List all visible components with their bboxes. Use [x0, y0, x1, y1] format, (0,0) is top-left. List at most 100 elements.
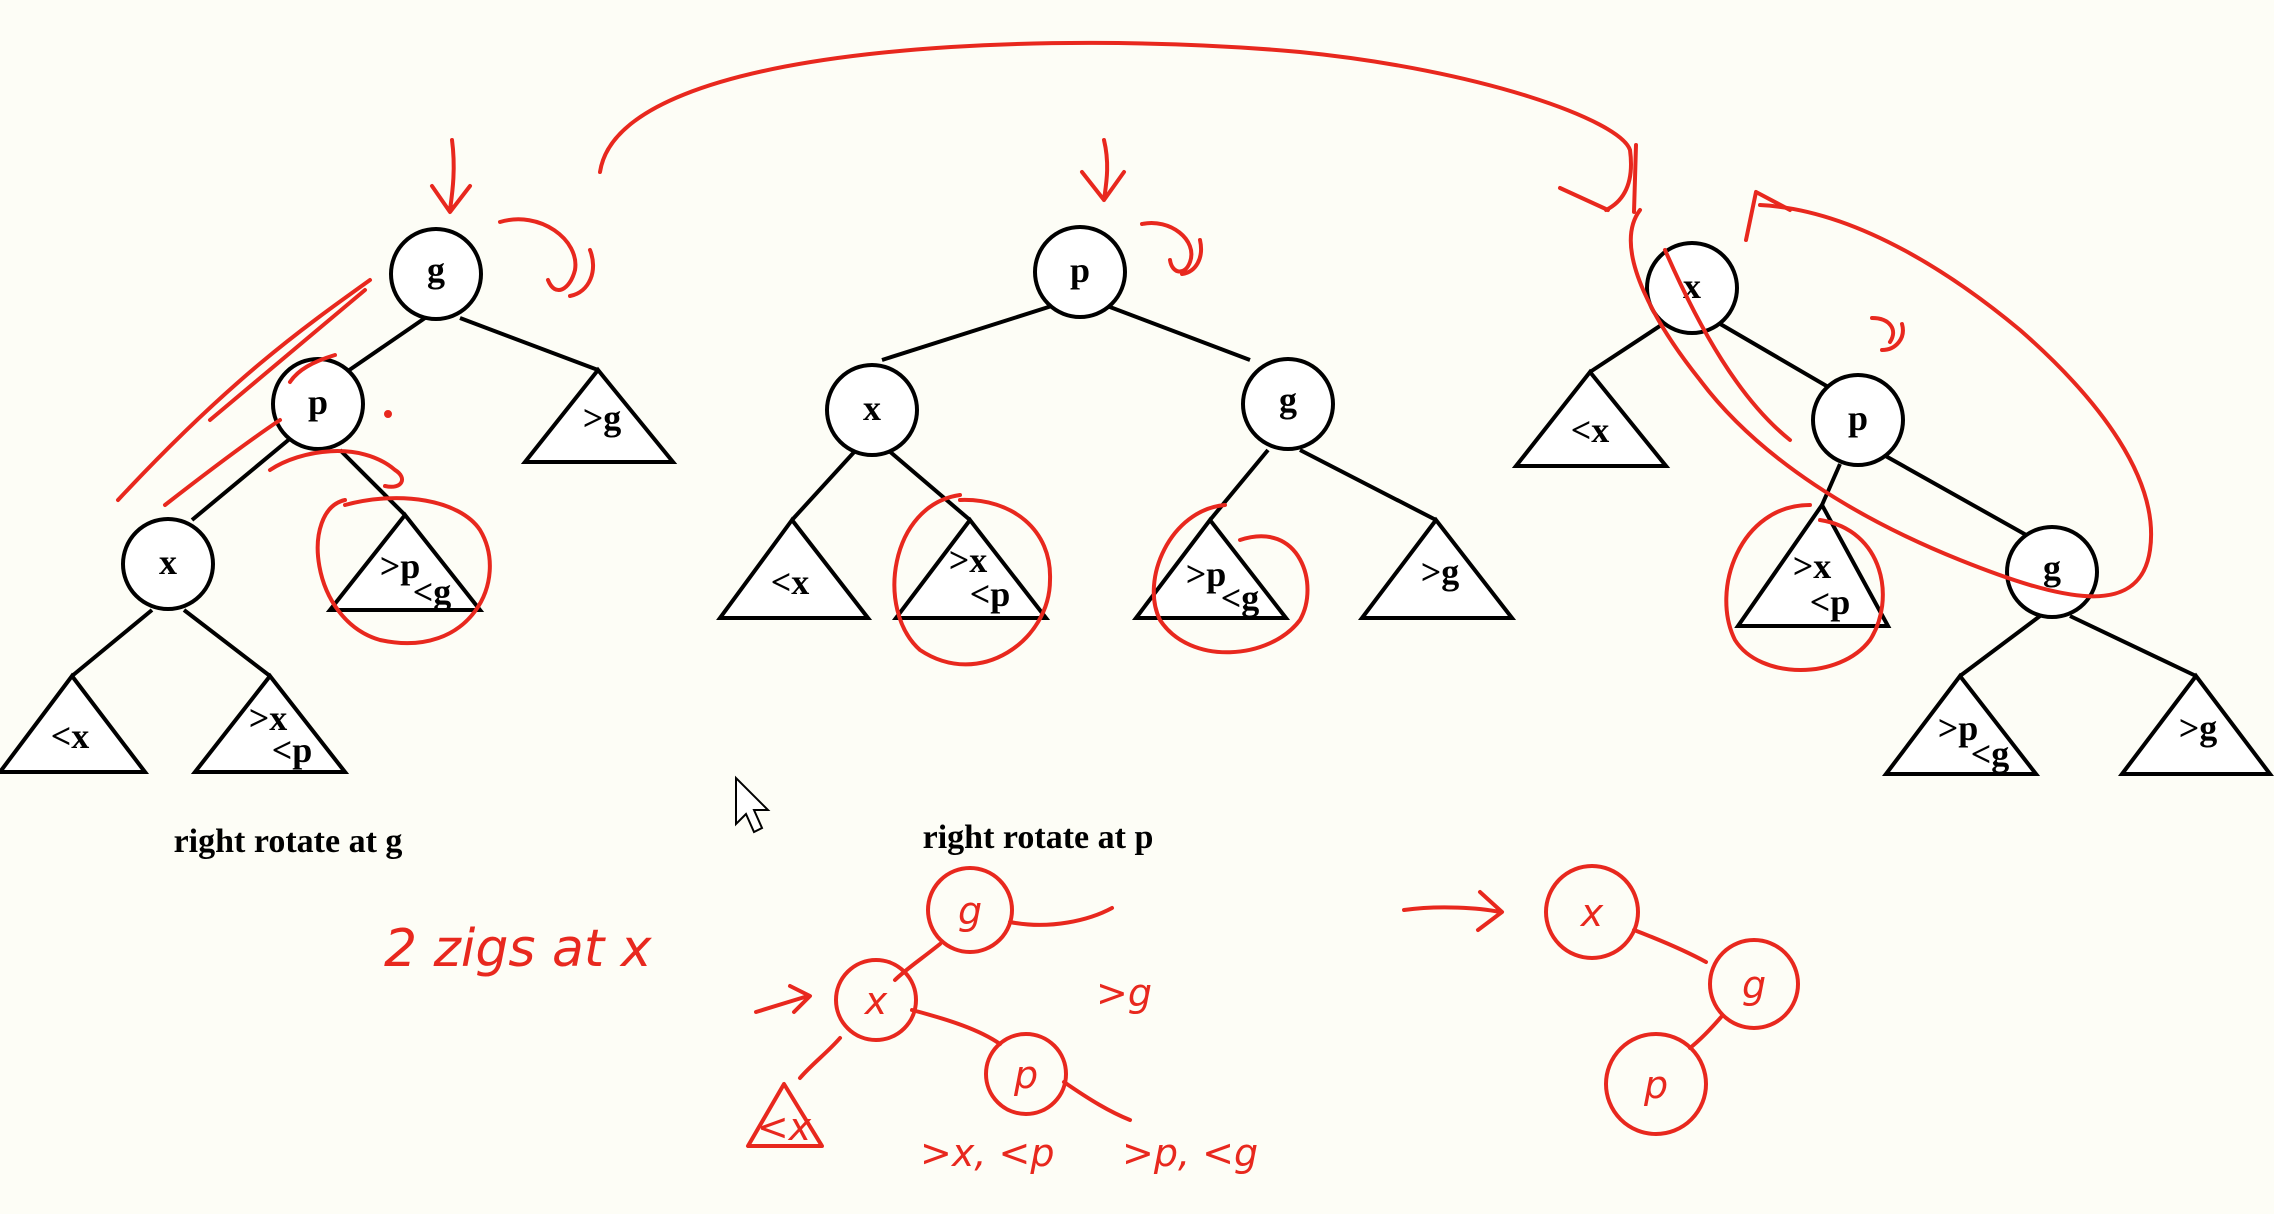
edge-x-lt-x: [70, 608, 154, 678]
sketch-edge: [893, 942, 942, 982]
rotate-hint-icon: [1870, 316, 1905, 352]
subtree-gt-g: [520, 366, 678, 464]
tree-3: x p g <x >x <p >p <g >g: [1511, 241, 2274, 776]
edge-p-subtree: [1820, 463, 1842, 506]
edge-g-p: [343, 316, 427, 375]
rotate-hint-icon: [1140, 221, 1203, 276]
edge-g-gt-g: [2069, 614, 2197, 678]
edge-p-g: [1881, 452, 2029, 538]
edge-x-subtree: [886, 448, 972, 522]
edge-p-g: [1101, 302, 1251, 362]
tree-2: p x g <x >x <p >p <g >g right rotate at …: [716, 225, 1517, 856]
subtree-lt-x-label: <x: [771, 562, 810, 602]
subtree-lt-p-label: <p: [272, 730, 313, 770]
spine-highlight-2: [208, 288, 367, 422]
subtree-gt-p-lt-g: [325, 511, 485, 612]
sketch-edge: [1062, 1080, 1132, 1122]
subtree-gt-p-label: >p: [1186, 554, 1227, 594]
node-x-label: x: [1683, 266, 1701, 306]
spine-highlight-1: [116, 278, 372, 502]
edge-x-subtree: [182, 608, 272, 678]
sketch-node-g-label: g: [1742, 963, 1766, 1007]
caption-right-rotate-at-p: right rotate at p: [923, 819, 1154, 856]
subtree-gt-p-lt-g: [1881, 672, 2041, 776]
subtree-gt-p-label: >p: [380, 546, 421, 586]
sketch-node-x-label: x: [864, 979, 888, 1023]
node-p: [1811, 373, 1905, 467]
edge-x-p: [1708, 316, 1832, 390]
sketch-edge: [1688, 1014, 1724, 1050]
node-p: [1033, 225, 1127, 319]
sketch-node-g: [926, 866, 1014, 954]
red-ink-annotations: 2 zigs at x g >g x p <x >x, <p >p, <g x …: [116, 40, 2154, 1175]
edge-x-lt-x: [1588, 316, 1674, 374]
sketch-gt-x-lt-p-label: >x, <p: [920, 1131, 1054, 1175]
edge-x-lt-x: [790, 448, 858, 522]
node-x: [825, 363, 919, 457]
sketch-edge: [798, 1036, 842, 1080]
node-g-label: g: [2043, 548, 2061, 588]
sketch-arrow-icon: [754, 984, 812, 1014]
subtree-lt-x: [1511, 368, 1671, 468]
subtree-lt-x-label: <x: [1571, 410, 1610, 450]
subtree-gt-x-label: >x: [1793, 546, 1832, 586]
node-p: [271, 357, 365, 451]
subtree-lt-x: [716, 516, 873, 620]
subtree-gt-x-lt-p: [891, 516, 1051, 620]
node-x: [1645, 241, 1739, 335]
annotation-zigzig: 2 zigs at x: [384, 919, 653, 979]
sketch-subtree-lt-x: [746, 1082, 824, 1148]
spine-highlight-4: [268, 449, 404, 489]
subtree-gt-g-label: >g: [583, 398, 622, 438]
sketch-gt-p-lt-g-label: >p, <g: [1122, 1131, 1258, 1175]
sketch-edge: [1008, 906, 1114, 927]
loop-arrow-head: [1744, 190, 1792, 242]
subtree-gt-g: [1357, 516, 1517, 620]
node-g-label: g: [427, 250, 445, 290]
sketch-node-x: [834, 958, 918, 1042]
sketch-node-g: [1708, 938, 1800, 1030]
subtree-gt-p-lt-g: [1131, 516, 1291, 620]
subtree-gt-p-label: >p: [1938, 708, 1979, 748]
subtree-gt-x-label: >x: [249, 698, 288, 738]
subtree-lt-g-label: <g: [1971, 734, 2010, 774]
node-g-label: g: [1279, 380, 1297, 420]
circle-subtree-gt-p-lt-g-1: [315, 496, 492, 646]
rotate-hint-icon: [498, 217, 596, 298]
sketch-node-x: [1544, 864, 1640, 960]
circle-subtree-gt-x-lt-p-2: [892, 493, 1053, 667]
subtree-gt-x-lt-p: [190, 672, 350, 774]
node-x-label: x: [863, 388, 881, 428]
arrow-down-icon: [1080, 138, 1126, 202]
dot-mark: [384, 410, 392, 418]
sketch-edge: [1632, 928, 1708, 964]
sketch-node-p: [1604, 1032, 1708, 1136]
subtree-gt-g: [2117, 672, 2274, 776]
edge-g-subtree: [1958, 614, 2042, 678]
edge-g-gt-g: [1299, 448, 1437, 522]
caption-right-rotate-at-g: right rotate at g: [174, 823, 403, 860]
sketch-node-p: [984, 1032, 1068, 1116]
big-arc-arrow: [598, 40, 1638, 214]
sketch-lt-x-label: <x: [757, 1105, 812, 1149]
circle-subtree-gt-p-lt-g-2: [1151, 503, 1310, 655]
subtree-gt-x-lt-p: [1734, 501, 1892, 628]
node-g: [1241, 357, 1335, 451]
subtree-gt-x-label: >x: [949, 540, 988, 580]
subtree-lt-x: [0, 672, 150, 774]
mouse-cursor-icon: [735, 775, 771, 834]
node-p-label: p: [1848, 398, 1868, 438]
sketch-arrow-icon: [1402, 890, 1504, 932]
node-p-label: p: [308, 382, 328, 422]
edge-g-gt-g-subtree: [459, 316, 599, 372]
loop-highlight-chain-2: [1663, 248, 1792, 442]
sketch-node-g-label: g: [958, 889, 982, 933]
edge-g-subtree: [1208, 448, 1270, 522]
spine-highlight-3: [163, 353, 337, 507]
circle-subtree-gt-x-lt-p-3: [1724, 503, 1885, 672]
subtree-lt-x-label: <x: [51, 716, 90, 756]
subtree-lt-g-label: <g: [1221, 578, 1260, 618]
sketch-edge: [910, 1008, 1002, 1046]
